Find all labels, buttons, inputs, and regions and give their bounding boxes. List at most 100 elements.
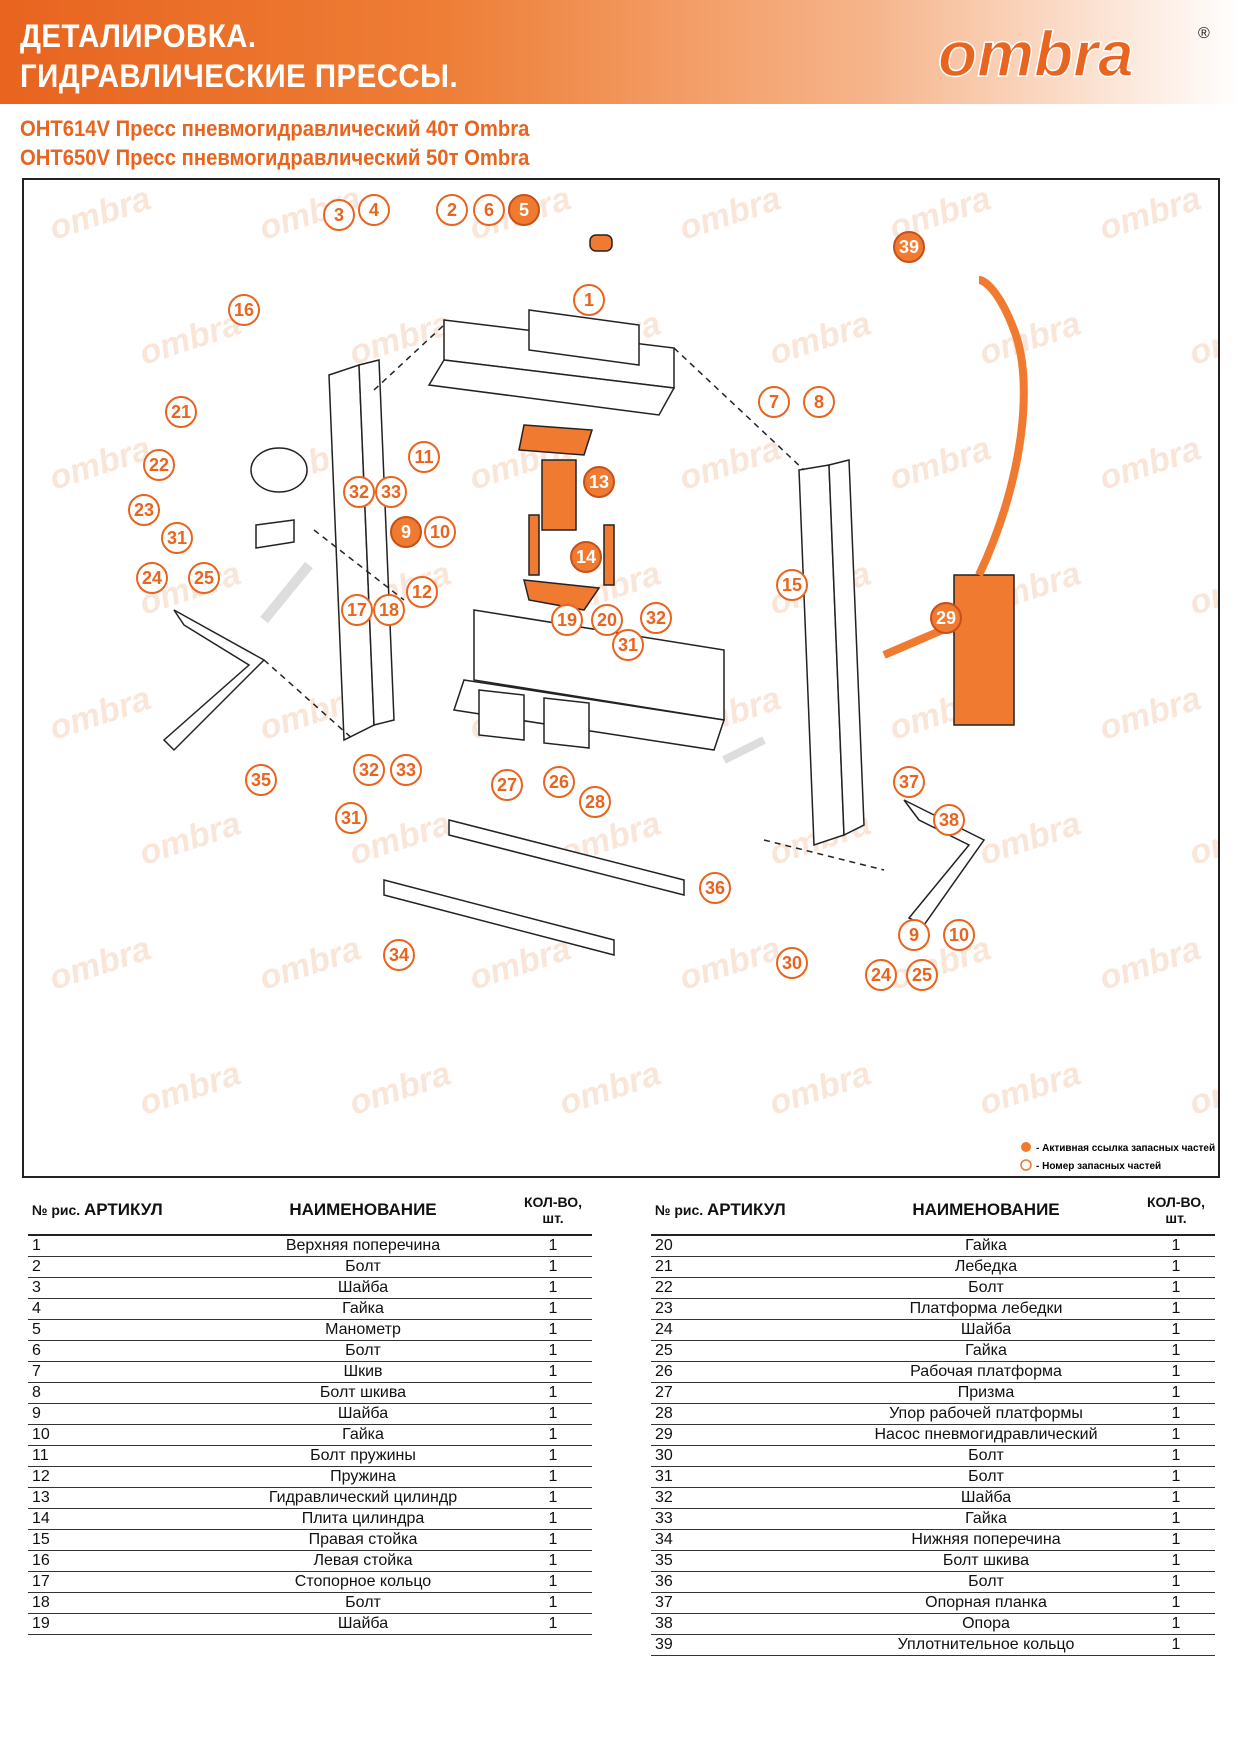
- callout-14: 14: [570, 541, 602, 573]
- quantity-cell: 1: [1137, 1403, 1215, 1425]
- article-cell: [707, 1277, 835, 1299]
- part-number-cell: 18: [28, 1592, 84, 1614]
- callout-number: 31: [618, 635, 638, 655]
- callout-circle: [570, 541, 602, 573]
- part-number-cell: 37: [651, 1592, 707, 1614]
- quantity-cell: 1: [1137, 1487, 1215, 1509]
- callout-28: 28: [579, 786, 611, 818]
- callout-10: 10: [424, 516, 456, 548]
- header-banner: [0, 0, 1241, 104]
- col-header-article: АРТИКУЛ: [84, 1186, 212, 1236]
- part-number-cell: 24: [651, 1319, 707, 1341]
- quantity-cell: 1: [1137, 1634, 1215, 1656]
- quantity-cell: 1: [514, 1571, 592, 1593]
- article-cell: [707, 1529, 835, 1551]
- part-name-cell: Манометр: [212, 1319, 514, 1341]
- callout-1: 1: [573, 284, 605, 316]
- col-header-name: НАИМЕНОВАНИЕ: [835, 1186, 1137, 1236]
- page-title-line2: ГИДРАВЛИЧЕСКИЕ ПРЕССЫ.: [20, 58, 459, 94]
- callout-2: 2: [436, 194, 468, 226]
- callout-23: 23: [128, 494, 160, 526]
- top-crossbeam-flange: [427, 359, 676, 416]
- spring-right: [603, 524, 615, 586]
- article-cell: [707, 1613, 835, 1635]
- part-number-cell: 1: [28, 1235, 84, 1257]
- article-cell: [707, 1634, 835, 1656]
- platform-stop-rod: [722, 736, 766, 764]
- watermark-text: ombra: [675, 429, 786, 497]
- article-cell: [84, 1529, 212, 1551]
- callout-37: 37: [893, 766, 925, 798]
- part-number-cell: 39: [651, 1634, 707, 1656]
- part-name-cell: Нижняя поперечина: [835, 1529, 1137, 1551]
- left-support-foot: [162, 609, 266, 752]
- watermark-text: ombra: [45, 679, 156, 747]
- callout-24: 24: [865, 959, 897, 991]
- callout-circle: [323, 199, 355, 231]
- watermark-text: ombra: [1095, 180, 1206, 248]
- callout-circle: [390, 516, 422, 548]
- part-name-cell: Шайба: [212, 1613, 514, 1635]
- table-header-row: № рис. АРТИКУЛ НАИМЕНОВАНИЕ КОЛ-ВО, шт.: [651, 1186, 1215, 1236]
- callout-9: 9: [390, 516, 422, 548]
- part-name-cell: Болт: [835, 1445, 1137, 1467]
- part-name-cell: Болт пружины: [212, 1445, 514, 1467]
- callout-number: 26: [549, 772, 569, 792]
- callout-17: 17: [341, 594, 373, 626]
- hydraulic-cylinder-flange: [518, 424, 594, 456]
- legend-number-text: - Номер запасных частей: [1036, 1161, 1161, 1172]
- part-name-cell: Болт: [835, 1571, 1137, 1593]
- watermark-text: ombra: [135, 804, 246, 872]
- spring-left: [528, 514, 540, 576]
- part-number-cell: 14: [28, 1508, 84, 1530]
- quantity-cell: 1: [1137, 1571, 1215, 1593]
- quantity-cell: 1: [1137, 1445, 1215, 1467]
- callout-circle: [373, 594, 405, 626]
- callout-circle: [893, 231, 925, 263]
- quantity-cell: 1: [1137, 1319, 1215, 1341]
- part-name-cell: Болт: [212, 1592, 514, 1614]
- article-cell: [707, 1466, 835, 1488]
- article-cell: [84, 1319, 212, 1341]
- part-name-cell: Шайба: [835, 1319, 1137, 1341]
- callout-circle: [579, 786, 611, 818]
- quantity-cell: 1: [514, 1340, 592, 1362]
- callout-number: 37: [899, 772, 919, 792]
- callout-circle: [343, 476, 375, 508]
- callout-number: 39: [899, 237, 919, 257]
- callout-36: 36: [699, 872, 731, 904]
- callout-number: 8: [814, 392, 824, 412]
- quantity-cell: 1: [514, 1382, 592, 1404]
- callout-33: 33: [375, 476, 407, 508]
- article-cell: [707, 1592, 835, 1614]
- col-header-qty: КОЛ-ВО, шт.: [1137, 1186, 1215, 1236]
- callout-19: 19: [551, 604, 583, 636]
- lower-crossbeam-lower: [383, 879, 615, 956]
- part-name-cell: Опорная планка: [835, 1592, 1137, 1614]
- callout-circle: [228, 294, 260, 326]
- callout-number: 23: [134, 500, 154, 520]
- callout-circle: [776, 947, 808, 979]
- part-name-cell: Пружина: [212, 1466, 514, 1488]
- callout-number: 9: [909, 925, 919, 945]
- quantity-cell: 1: [1137, 1298, 1215, 1320]
- callout-11: 11: [408, 441, 440, 473]
- watermark-text: ombra: [975, 304, 1086, 372]
- callout-circle: [508, 194, 540, 226]
- page-title-line1: ДЕТАЛИРОВКА.: [20, 18, 257, 54]
- part-number-cell: 11: [28, 1445, 84, 1467]
- callout-32: 32: [353, 754, 385, 786]
- callout-number: 32: [359, 760, 379, 780]
- part-number-cell: 30: [651, 1445, 707, 1467]
- part-name-cell: Призма: [835, 1382, 1137, 1404]
